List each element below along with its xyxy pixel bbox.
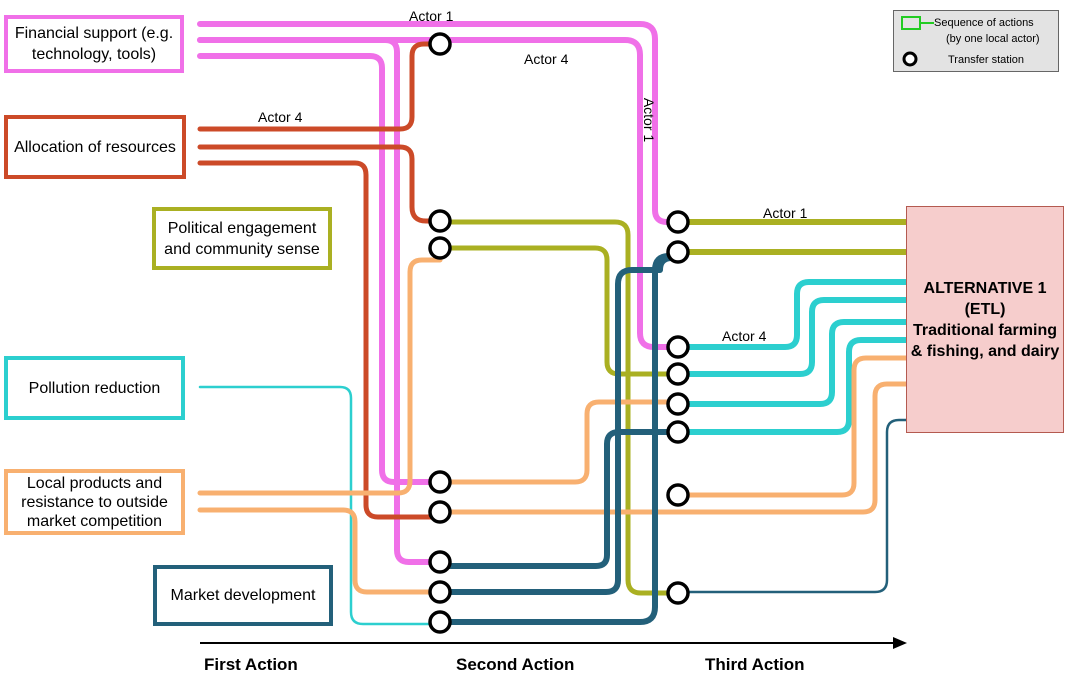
- alternative-code: (ETL): [964, 300, 1006, 318]
- source-local-products: Local products and resistance to outside…: [4, 469, 185, 535]
- transfer-station-10: [666, 240, 690, 264]
- route-line-cyan: [675, 297, 909, 377]
- transfer-station-12: [666, 362, 690, 386]
- route-line-orange: [197, 507, 443, 595]
- alternative-title: ALTERNATIVE 1: [923, 279, 1047, 297]
- route-line-orange: [675, 355, 909, 498]
- transfer-station-9: [666, 210, 690, 234]
- route-line-orange: [437, 399, 681, 485]
- axis-third-action: Third Action: [705, 655, 805, 674]
- route-line-olive: [437, 219, 681, 596]
- transfer-station-13: [666, 392, 690, 416]
- route-line-pink: [197, 21, 681, 225]
- route-line-cyan: [675, 337, 909, 435]
- actor-label-actor4-left: Actor 4: [258, 109, 303, 125]
- route-line-pink: [197, 37, 443, 565]
- route-line-pink: [197, 37, 681, 350]
- route-line-red: [197, 160, 443, 520]
- transfer-station-6: [428, 550, 452, 574]
- transfer-station-4: [428, 470, 452, 494]
- alternative-desc-line1: Traditional farming: [912, 321, 1057, 339]
- transfer-station-15: [666, 483, 690, 507]
- route-line-red: [197, 41, 443, 132]
- actor-label-actor1-top: Actor 1: [409, 8, 454, 24]
- transfer-station-8: [428, 610, 452, 634]
- legend-sequence-label: Sequence of actions: [934, 17, 1034, 29]
- source-political-engagement: Political engagement and community sense: [152, 207, 332, 270]
- source-political-label: Political engagement and community sense: [164, 219, 320, 258]
- route-line-teal: [437, 249, 681, 625]
- axis-second-action: Second Action: [456, 655, 575, 674]
- alternative-1-box: ALTERNATIVE 1 (ETL) Traditional farming …: [906, 206, 1064, 433]
- transfer-station-14: [666, 420, 690, 444]
- route-line-pink: [197, 53, 443, 485]
- legend-sequence-sub: (by one local actor): [946, 33, 1040, 45]
- source-market-label: Market development: [170, 587, 316, 604]
- route-line-cyan: [675, 279, 909, 350]
- transfer-station-5: [428, 500, 452, 524]
- source-allocation-of-resources: Allocation of resources: [4, 115, 186, 179]
- transfer-station-11: [666, 335, 690, 359]
- route-line-teal: [437, 255, 681, 595]
- transfer-station-7: [428, 580, 452, 604]
- timeline-arrow: [200, 637, 907, 649]
- legend-sequence-swatch: [901, 16, 921, 30]
- transfer-station-3: [428, 236, 452, 260]
- actor-label-actor1-right: Actor 1: [763, 205, 808, 221]
- transfer-station-1: [428, 32, 452, 56]
- legend-symbols: [901, 16, 934, 67]
- source-financial-support: Financial support (e.g. technology, tool…: [4, 15, 184, 73]
- route-line-teal: [437, 429, 681, 569]
- legend: Sequence of actions (by one local actor)…: [893, 10, 1059, 72]
- route-line-teal: [676, 418, 908, 594]
- legend-station-label: Transfer station: [948, 54, 1025, 66]
- route-line-orange: [197, 245, 443, 496]
- route-line-cyan: [675, 319, 909, 407]
- actor-label-actor4-right: Actor 4: [722, 328, 767, 344]
- legend-station-icon: [902, 51, 918, 67]
- route-line-olive: [437, 245, 681, 377]
- transfer-station-16: [666, 581, 690, 605]
- route-line-cyan: [198, 385, 442, 626]
- transfer-station-2: [428, 209, 452, 233]
- alternative-desc-line2: & fishing, and dairy: [910, 342, 1060, 360]
- source-pollution-reduction: Pollution reduction: [4, 356, 185, 420]
- actor-label-actor1-vertical: Actor 1: [641, 97, 658, 143]
- source-allocation-label: Allocation of resources: [14, 138, 176, 156]
- route-line-orange: [437, 381, 909, 515]
- axis-first-action: First Action: [204, 655, 298, 674]
- route-line-red: [197, 144, 443, 224]
- actor-label-actor4-mid: Actor 4: [524, 51, 569, 67]
- source-financial-label: Financial support (e.g. technology, tool…: [14, 25, 174, 63]
- source-market-development: Market development: [153, 565, 333, 626]
- source-pollution-label: Pollution reduction: [28, 379, 161, 397]
- source-local-label: Local products and resistance to outside…: [21, 474, 168, 530]
